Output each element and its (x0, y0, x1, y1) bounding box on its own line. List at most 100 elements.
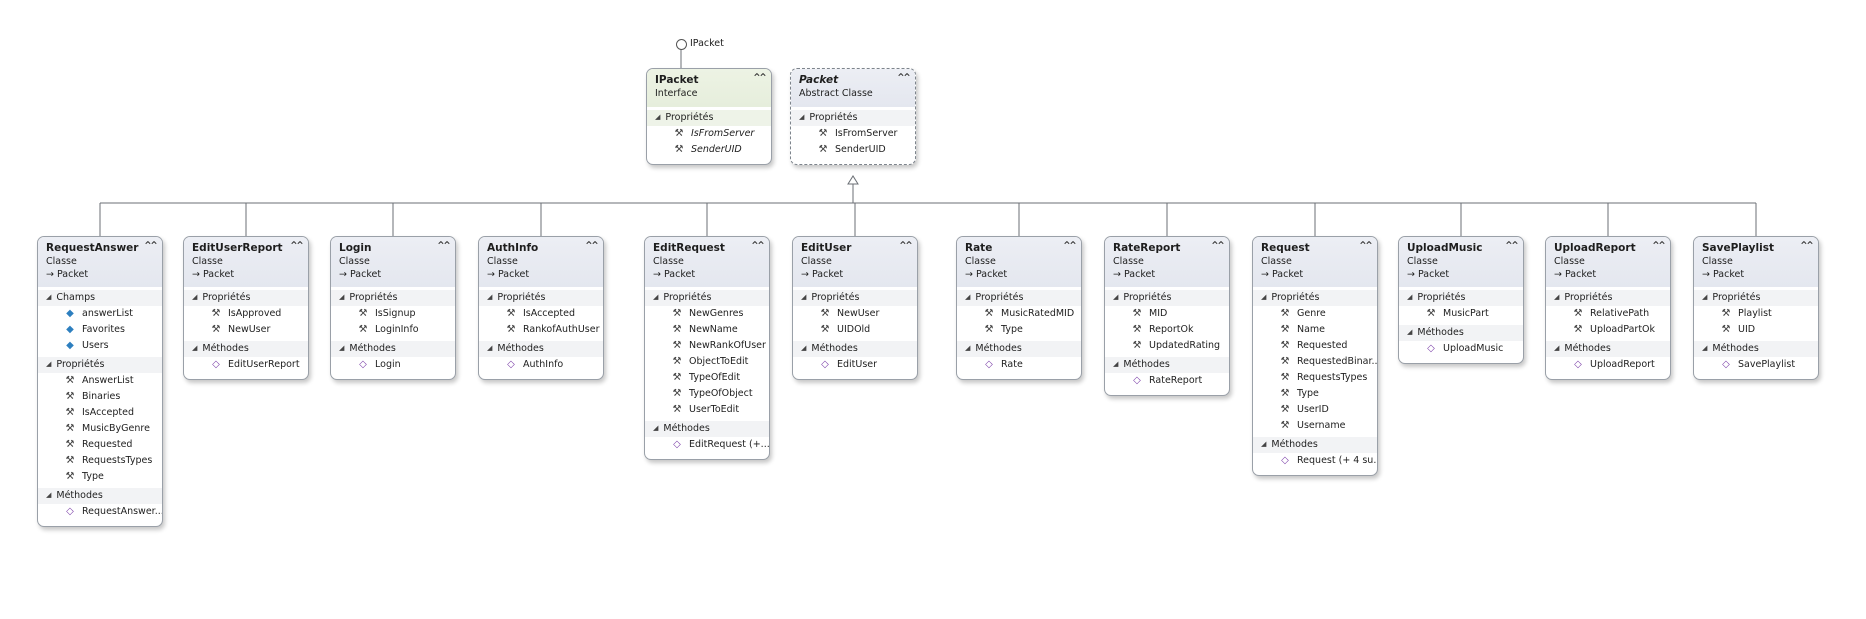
expand-triangle-icon[interactable]: ◢ (1554, 293, 1560, 301)
member-item[interactable]: ⚒Playlist (1694, 306, 1818, 322)
collapse-chevron-icon[interactable]: ⌃⌃ (751, 71, 768, 85)
expand-triangle-icon[interactable]: ◢ (799, 113, 805, 121)
expand-triangle-icon[interactable]: ◢ (46, 491, 52, 499)
expand-triangle-icon[interactable]: ◢ (487, 293, 493, 301)
section-header-m-thodes[interactable]: ◢Méthodes (479, 341, 603, 357)
collapse-chevron-icon[interactable]: ⌃⌃ (1209, 239, 1226, 253)
member-item[interactable]: ⚒Requested (38, 437, 162, 453)
member-item[interactable]: ⚒Type (1253, 386, 1377, 402)
member-item[interactable]: ⚒RequestsTypes (1253, 370, 1377, 386)
member-item[interactable]: ⚒NewUser (184, 322, 308, 338)
section-header-m-thodes[interactable]: ◢Méthodes (1105, 357, 1229, 373)
member-item[interactable]: ⚒NewUser (793, 306, 917, 322)
member-item[interactable]: ⚒RankofAuthUser (479, 322, 603, 338)
expand-triangle-icon[interactable]: ◢ (1113, 293, 1119, 301)
expand-triangle-icon[interactable]: ◢ (46, 360, 52, 368)
member-item[interactable]: ⚒RelativePath (1546, 306, 1670, 322)
expand-triangle-icon[interactable]: ◢ (653, 424, 659, 432)
collapse-chevron-icon[interactable]: ⌃⌃ (142, 239, 159, 253)
member-item[interactable]: ◇Request (+ 4 su... (1253, 453, 1377, 469)
section-header-propri-t-s[interactable]: ◢Propriétés (1105, 290, 1229, 306)
member-item[interactable]: ◇Rate (957, 357, 1081, 373)
expand-triangle-icon[interactable]: ◢ (801, 344, 807, 352)
section-header-m-thodes[interactable]: ◢Méthodes (38, 488, 162, 504)
expand-triangle-icon[interactable]: ◢ (487, 344, 493, 352)
collapse-chevron-icon[interactable]: ⌃⌃ (1357, 239, 1374, 253)
member-item[interactable]: ⚒IsFromServer (791, 126, 915, 142)
expand-triangle-icon[interactable]: ◢ (339, 344, 345, 352)
section-header-m-thodes[interactable]: ◢Méthodes (1546, 341, 1670, 357)
member-item[interactable]: ◇Login (331, 357, 455, 373)
collapse-chevron-icon[interactable]: ⌃⌃ (288, 239, 305, 253)
member-item[interactable]: ⚒MusicPart (1399, 306, 1523, 322)
member-item[interactable]: ⚒UIDOld (793, 322, 917, 338)
member-item[interactable]: ◆Favorites (38, 322, 162, 338)
section-header-m-thodes[interactable]: ◢Méthodes (184, 341, 308, 357)
collapse-chevron-icon[interactable]: ⌃⌃ (749, 239, 766, 253)
member-item[interactable]: ◇RateReport (1105, 373, 1229, 389)
member-item[interactable]: ◇UploadMusic (1399, 341, 1523, 357)
member-item[interactable]: ⚒IsApproved (184, 306, 308, 322)
expand-triangle-icon[interactable]: ◢ (1261, 293, 1267, 301)
member-item[interactable]: ⚒IsSignup (331, 306, 455, 322)
section-header-propri-t-s[interactable]: ◢Propriétés (1399, 290, 1523, 306)
section-header-m-thodes[interactable]: ◢Méthodes (1399, 325, 1523, 341)
member-item[interactable]: ⚒UserID (1253, 402, 1377, 418)
expand-triangle-icon[interactable]: ◢ (1113, 360, 1119, 368)
member-item[interactable]: ⚒Genre (1253, 306, 1377, 322)
member-item[interactable]: ◆answerList (38, 306, 162, 322)
collapse-chevron-icon[interactable]: ⌃⌃ (1061, 239, 1078, 253)
section-header-propri-t-s[interactable]: ◢Propriétés (791, 110, 915, 126)
member-item[interactable]: ◆Users (38, 338, 162, 354)
member-item[interactable]: ◇EditUserReport (184, 357, 308, 373)
section-header-propri-t-s[interactable]: ◢Propriétés (793, 290, 917, 306)
member-item[interactable]: ⚒RequestsTypes (38, 453, 162, 469)
expand-triangle-icon[interactable]: ◢ (339, 293, 345, 301)
member-item[interactable]: ⚒IsFromServer (647, 126, 771, 142)
section-header-propri-t-s[interactable]: ◢Propriétés (1253, 290, 1377, 306)
member-item[interactable]: ◇UploadReport (1546, 357, 1670, 373)
collapse-chevron-icon[interactable]: ⌃⌃ (1798, 239, 1815, 253)
expand-triangle-icon[interactable]: ◢ (1261, 440, 1267, 448)
section-header-m-thodes[interactable]: ◢Méthodes (645, 421, 769, 437)
section-header-champs[interactable]: ◢Champs (38, 290, 162, 306)
member-item[interactable]: ⚒UpdatedRating (1105, 338, 1229, 354)
collapse-chevron-icon[interactable]: ⌃⌃ (583, 239, 600, 253)
member-item[interactable]: ⚒ObjectToEdit (645, 354, 769, 370)
member-item[interactable]: ⚒TypeOfObject (645, 386, 769, 402)
expand-triangle-icon[interactable]: ◢ (965, 344, 971, 352)
section-header-propri-t-s[interactable]: ◢Propriétés (479, 290, 603, 306)
member-item[interactable]: ⚒IsAccepted (38, 405, 162, 421)
collapse-chevron-icon[interactable]: ⌃⌃ (1503, 239, 1520, 253)
expand-triangle-icon[interactable]: ◢ (192, 344, 198, 352)
member-item[interactable]: ⚒Type (957, 322, 1081, 338)
member-item[interactable]: ◇RequestAnswer... (38, 504, 162, 520)
member-item[interactable]: ◇EditUser (793, 357, 917, 373)
member-item[interactable]: ⚒ReportOk (1105, 322, 1229, 338)
section-header-propri-t-s[interactable]: ◢Propriétés (647, 110, 771, 126)
section-header-propri-t-s[interactable]: ◢Propriétés (645, 290, 769, 306)
expand-triangle-icon[interactable]: ◢ (1554, 344, 1560, 352)
member-item[interactable]: ⚒Type (38, 469, 162, 485)
expand-triangle-icon[interactable]: ◢ (801, 293, 807, 301)
expand-triangle-icon[interactable]: ◢ (192, 293, 198, 301)
expand-triangle-icon[interactable]: ◢ (1702, 293, 1708, 301)
member-item[interactable]: ⚒UploadPartOk (1546, 322, 1670, 338)
member-item[interactable]: ⚒Name (1253, 322, 1377, 338)
section-header-m-thodes[interactable]: ◢Méthodes (331, 341, 455, 357)
member-item[interactable]: ⚒IsAccepted (479, 306, 603, 322)
